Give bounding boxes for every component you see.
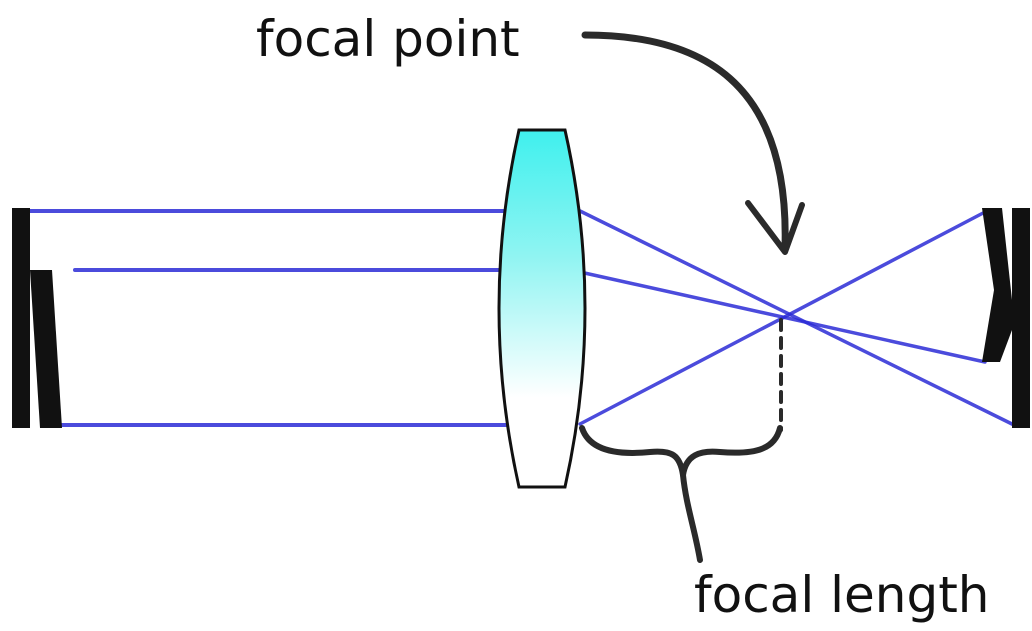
ray-bottom-out <box>578 210 987 426</box>
object-arrow <box>12 208 62 428</box>
refracted-rays <box>578 209 1014 426</box>
incoming-rays <box>18 209 512 427</box>
focal-length-brace <box>579 425 783 563</box>
lens <box>497 128 587 489</box>
focal-length-label: focal length <box>694 566 989 624</box>
image-arrow <box>982 208 1030 428</box>
focal-point-label: focal point <box>256 10 520 68</box>
ray-top-out <box>578 209 1014 426</box>
focal-point-pointer <box>581 31 805 255</box>
